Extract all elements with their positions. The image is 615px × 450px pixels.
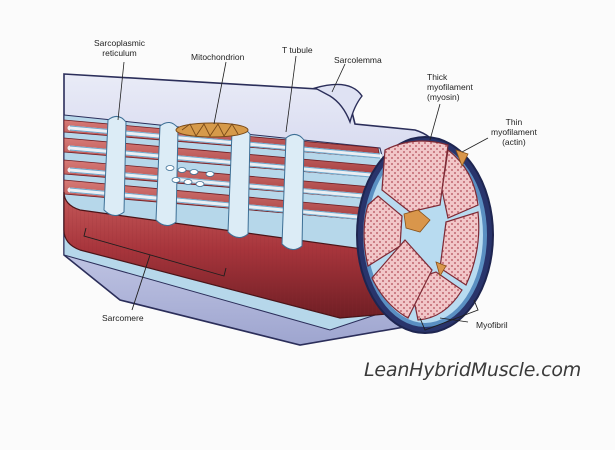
label-thin-myofilament: Thin myofilament (actin)	[491, 117, 537, 147]
label-sarcomere: Sarcomere	[102, 313, 144, 323]
label-mitochondrion: Mitochondrion	[191, 52, 244, 62]
mitochondrion-shape	[176, 123, 248, 137]
label-sarcolemma: Sarcolemma	[334, 55, 382, 65]
label-t-tubule: T tubule	[282, 45, 313, 55]
site-watermark: LeanHybridMuscle.com	[364, 359, 581, 381]
label-myofibril: Myofibril	[476, 320, 508, 330]
label-thick-myofilament: Thick myofilament (myosin)	[427, 72, 473, 102]
label-sarcoplasmic-reticulum: Sarcoplasmic reticulum	[94, 38, 145, 58]
